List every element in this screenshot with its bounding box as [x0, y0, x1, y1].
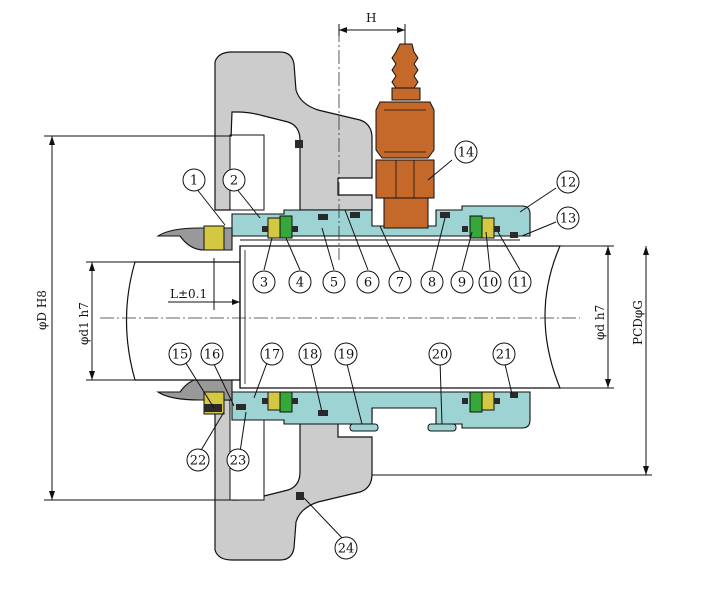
callout-1: 1: [182, 168, 206, 192]
callout-label: 16: [204, 348, 221, 363]
callout-2: 2: [222, 168, 246, 192]
oring-24: [296, 492, 304, 500]
dim-L: L±0.1: [170, 287, 207, 301]
dim-d1: φd1 h7: [77, 302, 91, 345]
callout-15: 15: [168, 342, 192, 366]
callout-17: 17: [260, 342, 284, 366]
callout-label: 4: [296, 276, 304, 291]
callout-label: 2: [230, 174, 238, 189]
callout-label: 9: [458, 276, 466, 291]
callout-label: 19: [338, 348, 355, 363]
callout-label: 17: [264, 348, 281, 363]
callout-3: 3: [252, 270, 276, 294]
callout-label: 1: [190, 174, 198, 189]
callout-label: 6: [364, 276, 372, 291]
callout-7: 7: [388, 270, 412, 294]
seal-faces: [236, 212, 518, 416]
callout-6: 6: [356, 270, 380, 294]
callout-18: 18: [298, 342, 322, 366]
callout-label: 22: [190, 454, 207, 469]
callout-19: 19: [334, 342, 358, 366]
callout-24: 24: [334, 536, 358, 560]
callout-label: 20: [432, 348, 449, 363]
callout-label: 21: [496, 348, 513, 363]
callout-9: 9: [450, 270, 474, 294]
dimension-lines: [44, 24, 652, 501]
callout-4: 4: [288, 270, 312, 294]
callout-8: 8: [420, 270, 444, 294]
center-lines: [100, 28, 580, 319]
callout-21: 21: [492, 342, 516, 366]
callout-label: 24: [338, 542, 355, 557]
callout-label: 12: [560, 176, 577, 191]
callout-5: 5: [322, 270, 346, 294]
callout-10: 10: [478, 270, 502, 294]
callout-label: 7: [396, 276, 404, 291]
set-screw-20: [427, 423, 457, 432]
callout-label: 3: [260, 276, 268, 291]
drive-collar: [156, 225, 233, 415]
callout-20: 20: [428, 342, 452, 366]
callouts: [183, 159, 557, 541]
gland-housing: [214, 51, 373, 561]
callout-label: 5: [330, 276, 338, 291]
dim-H: H: [366, 11, 376, 25]
flush-fitting: [375, 43, 435, 229]
callout-label: 8: [428, 276, 436, 291]
callout-label: 10: [482, 276, 499, 291]
callout-label: 11: [512, 276, 529, 291]
oring-24-top: [295, 140, 303, 148]
callout-13: 13: [556, 206, 580, 230]
callout-16: 16: [200, 342, 224, 366]
callout-label: 14: [458, 146, 475, 161]
callout-12: 12: [556, 170, 580, 194]
set-screw-19: [349, 423, 379, 432]
callout-23: 23: [226, 448, 250, 472]
callout-label: 18: [302, 348, 319, 363]
dim-D: φD H8: [35, 290, 49, 330]
callout-label: 13: [560, 212, 577, 227]
callout-label: 23: [230, 454, 247, 469]
callout-11: 11: [508, 270, 532, 294]
dim-d: φd h7: [593, 305, 607, 340]
shaft: [125, 245, 561, 389]
dim-G: PCDφG: [631, 300, 645, 345]
callout-14: 14: [454, 140, 478, 164]
callout-22: 22: [186, 448, 210, 472]
dimension-labels: H L±0.1 φD H8 φd1 h7 φd h7 PCDφG: [35, 11, 645, 345]
callout-label: 15: [172, 348, 189, 363]
